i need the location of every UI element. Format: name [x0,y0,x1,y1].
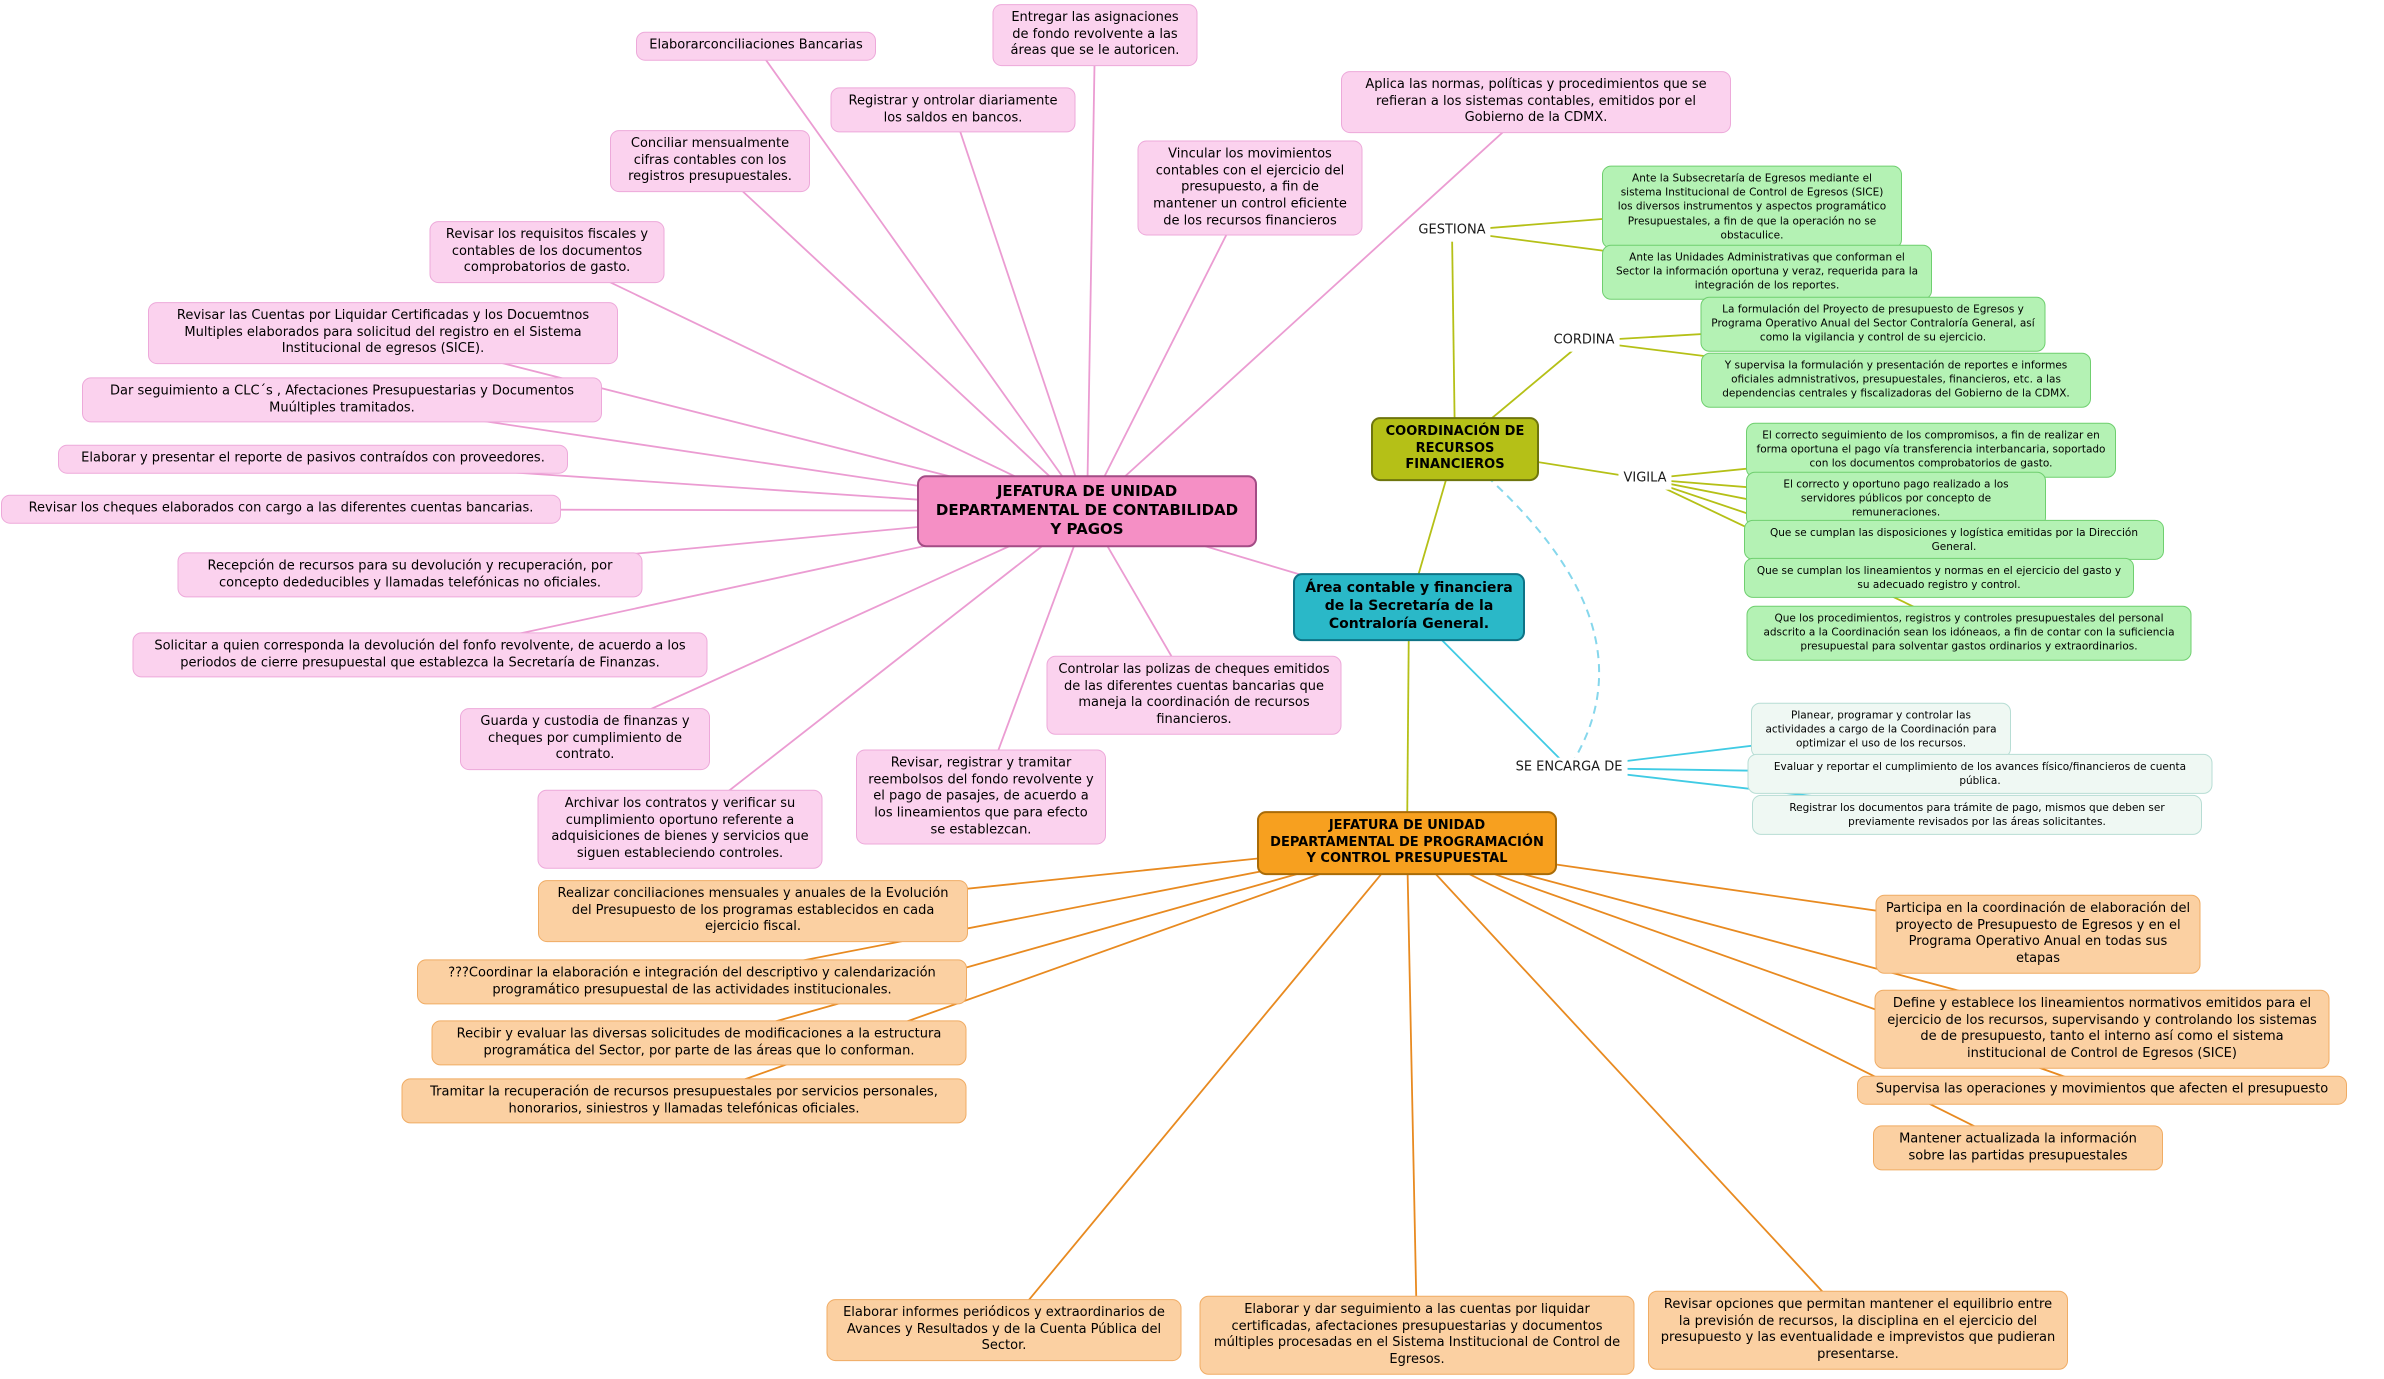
task-guarda-custodia[interactable]: Guarda y custodia de finanzas y cheques … [460,708,710,770]
task-revisar-clc[interactable]: Revisar las Cuentas por Liquidar Certifi… [148,302,618,364]
edge-contab-p17 [980,510,1088,798]
task-vincular-movimientos[interactable]: Vincular los movimientos contables con e… [1137,140,1363,236]
task-informes-periodicos[interactable]: Elaborar informes periódicos y extraordi… [826,1299,1182,1361]
node-jefatura-contabilidad[interactable]: JEFATURA DE UNIDAD DEPARTAMENTAL DE CONT… [917,475,1257,547]
edge-contab-p15 [679,510,1088,830]
edge-progr-o11 [1406,842,1859,1331]
edge-contab-p3 [952,109,1088,512]
task-seguimiento-clc[interactable]: Dar seguimiento a CLC´s , Afectaciones P… [82,377,602,423]
node-area-contable[interactable]: Área contable y financiera de la Secreta… [1293,573,1525,641]
task-seguimiento-cuentas[interactable]: Elaborar y dar seguimiento a las cuentas… [1199,1295,1635,1375]
vigila-disposiciones[interactable]: Que se cumplan las disposiciones y logís… [1744,519,2164,561]
task-participa-coordinacion[interactable]: Participa en la coordinación de elaborac… [1875,894,2201,974]
encarga-evaluar[interactable]: Evaluar y reportar el cumplimiento de lo… [1747,753,2213,795]
vigila-procedimientos[interactable]: Que los procedimientos, registros y cont… [1746,605,2192,661]
cordina-supervisa[interactable]: Y supervisa la formulación y presentació… [1701,352,2091,408]
edge-root-progr [1406,606,1410,844]
encarga-registrar[interactable]: Registrar los documentos para trámite de… [1752,794,2202,836]
task-mantener-informacion[interactable]: Mantener actualizada la información sobr… [1873,1125,2163,1171]
edge-contab-p14 [584,510,1088,740]
task-revisar-opciones[interactable]: Revisar opciones que permitan mantener e… [1648,1290,2068,1370]
vigila-lineamientos[interactable]: Que se cumplan los lineamientos y normas… [1744,557,2134,599]
cordina-formulacion[interactable]: La formulación del Proyecto de presupues… [1700,296,2046,352]
task-archivar-contratos[interactable]: Archivar los contratos y verificar su cu… [537,789,823,869]
task-entregar-asignaciones[interactable]: Entregar las asignaciones de fondo revol… [992,4,1198,66]
task-revisar-cheques[interactable]: Revisar los cheques elaborados con cargo… [1,494,561,524]
task-solicitar-devolucion[interactable]: Solicitar a quien corresponda la devoluc… [132,632,708,678]
link-label-cordina[interactable]: CORDINA [1548,330,1620,352]
task-coordinar-descriptivo[interactable]: ???Coordinar la elaboración e integració… [417,959,967,1005]
edge-coord-lbls [1454,448,1600,769]
task-define-lineamientos[interactable]: Define y establece los lineamientos norm… [1874,989,2330,1069]
task-registrar-saldos[interactable]: Registrar y ontrolar diariamente los sal… [830,87,1076,133]
edge-contab-p2 [1086,34,1096,512]
link-label-vigila[interactable]: VIGILA [1618,468,1672,490]
edge-contab-p6 [1086,101,1537,512]
edge-coord-lblg [1451,230,1456,450]
gestiona-subsecretaria[interactable]: Ante la Subsecretaría de Egresos mediant… [1602,165,1902,249]
edge-contab-p5 [1086,187,1251,512]
task-aplica-normas[interactable]: Aplica las normas, políticas y procedimi… [1341,71,1731,133]
task-reembolsos-fondo[interactable]: Revisar, registrar y tramitar reembolsos… [856,749,1106,845]
task-conciliaciones-bancarias[interactable]: Elaborarconciliaciones Bancarias [636,31,876,61]
node-jefatura-programacion[interactable]: JEFATURA DE UNIDAD DEPARTAMENTAL DE PROG… [1257,811,1557,875]
task-supervisa-operaciones[interactable]: Supervisa las operaciones y movimientos … [1857,1075,2347,1105]
encarga-planear[interactable]: Planear, programar y controlar las activ… [1751,702,2011,758]
task-recibir-solicitudes[interactable]: Recibir y evaluar las diversas solicitud… [431,1020,967,1066]
vigila-seguimiento-compromisos[interactable]: El correcto seguimiento de los compromis… [1746,422,2116,478]
edge-contab-p7 [546,251,1088,512]
edge-contab-p1 [755,45,1088,512]
edge-contab-p4 [709,160,1088,512]
vigila-pago-servidores[interactable]: El correcto y oportuno pago realizado a … [1746,471,2046,527]
link-label-se-encarga[interactable]: SE ENCARGA DE [1510,757,1628,779]
edge-progr-o9 [1003,842,1408,1331]
gestiona-unidades[interactable]: Ante las Unidades Administrativas que co… [1602,244,1932,300]
task-controlar-polizas[interactable]: Controlar las polizas de cheques emitido… [1046,655,1342,735]
task-reporte-pasivos[interactable]: Elaborar y presentar el reporte de pasiv… [58,444,568,474]
task-tramitar-recuperacion[interactable]: Tramitar la recuperación de recursos pre… [401,1078,967,1124]
task-conciliar-cifras[interactable]: Conciliar mensualmente cifras contables … [610,130,810,192]
edge-progr-o10 [1406,842,1418,1336]
task-recepcion-recursos[interactable]: Recepción de recursos para su devolución… [177,552,643,598]
node-coordinacion-recursos[interactable]: COORDINACIÓN DE RECURSOS FINANCIEROS [1371,417,1539,481]
task-revisar-requisitos[interactable]: Revisar los requisitos fiscales y contab… [429,221,665,283]
link-label-gestiona[interactable]: GESTIONA [1413,220,1491,242]
edge-progr-o3 [698,842,1408,1044]
task-conciliaciones-evolucion[interactable]: Realizar conciliaciones mensuales y anua… [538,880,968,942]
